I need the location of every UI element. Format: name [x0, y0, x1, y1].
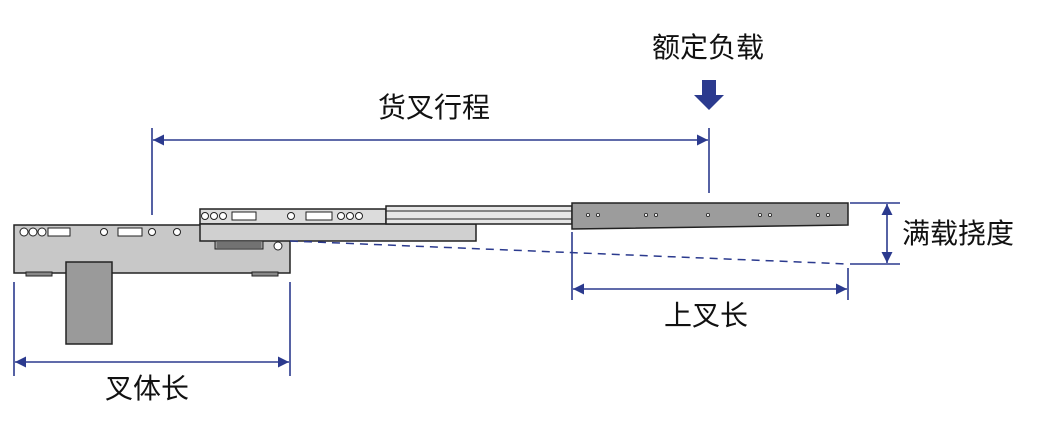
- upper-fork: [571, 202, 849, 230]
- down-arrow-icon: [694, 80, 724, 110]
- deflection-line: [289, 240, 849, 265]
- rated-load-label: 额定负载: [652, 31, 765, 64]
- fork-body-length-dimension: [13, 282, 291, 376]
- upper-fork-length-label: 上叉长: [664, 299, 749, 332]
- upper-fork-length-dimension: [571, 232, 849, 300]
- slide-rail: [385, 205, 573, 225]
- deflection-dimension: [850, 202, 900, 265]
- fork-body-length-label: 叉体长: [105, 372, 190, 405]
- full-load-deflection-label: 满载挠度: [902, 217, 1015, 250]
- fork-travel-dimension: [151, 128, 710, 215]
- middle-fork: [199, 208, 477, 251]
- mounting-bracket: [65, 261, 113, 345]
- fork-travel-label: 货叉行程: [378, 91, 491, 124]
